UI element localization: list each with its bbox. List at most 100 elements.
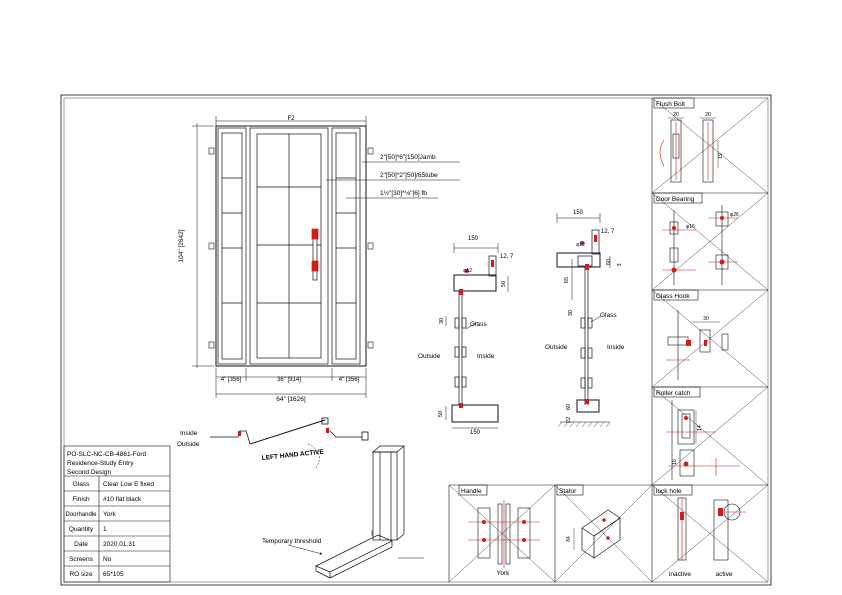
handle-detail: [468, 500, 540, 568]
lock-hole-accents: [680, 508, 723, 520]
title-row-label: Doorhandle: [65, 512, 97, 518]
callout-leaders: [326, 161, 460, 199]
elevation-height-label: 104" [2642]: [178, 229, 185, 262]
title-row-label: RO size: [69, 571, 93, 578]
handle-title: Handle: [461, 488, 482, 495]
glass-hook-accents: [686, 340, 707, 346]
title-row-value: 65*105: [103, 571, 124, 578]
elevation-top-label: F2: [287, 116, 295, 122]
section-b-pipe-label: φ12: [576, 242, 585, 248]
section-b-top-dim: 150: [573, 210, 584, 216]
door-bearing-dim-a: φ16: [686, 224, 695, 230]
title-row-label: Date: [74, 541, 88, 548]
section-b-glass-label: Glass: [600, 312, 617, 319]
section-a-outside-label: Outside: [418, 353, 441, 360]
section-a-base-dim: 150: [470, 430, 481, 436]
elevation-right-side-label: 4" [356]: [339, 377, 360, 383]
top-dimension: [215, 116, 367, 126]
lock-hole-left-caption: inactive: [669, 571, 691, 578]
handle-caption: York: [497, 570, 511, 577]
plan-swing-label: LEFT HAND ACTIVE: [261, 448, 324, 462]
title-row-value: No: [103, 556, 112, 563]
title-row-value: Clear Low E fixed: [103, 481, 154, 488]
elevation-left-side-label: 4" [356]: [221, 377, 242, 383]
flush-bolt-detail: [659, 117, 719, 183]
elevation-width-total-label: 64" [1626]: [276, 396, 306, 403]
anchor-marks: [208, 147, 374, 349]
glass-hook-title: Glass Hook: [656, 293, 690, 300]
section-a-right-dim: 50: [501, 281, 507, 287]
section-b-accents: [580, 235, 597, 404]
section-a-inside-label: Inside: [477, 353, 495, 360]
title-row-label: Screens: [69, 556, 94, 563]
title-row-value: 2020.01.31: [103, 541, 136, 548]
section-b-outside-label: Outside: [545, 344, 568, 351]
plan-view-accents: [238, 428, 329, 436]
flush-bolt-dim-b: 20: [705, 112, 711, 118]
title-row-label: Glass: [73, 481, 90, 488]
section-b-bottom-dim-a: 60: [566, 404, 572, 410]
stator-accents: [602, 518, 610, 540]
section-a-drawing: [445, 243, 509, 429]
title-row-label: Finish: [72, 496, 90, 503]
threshold-drawing: [287, 445, 424, 579]
section-a-bottom-dim: 50: [438, 411, 444, 417]
callout-flat-bar: 1½"[30]*⅛"[6] fb: [380, 189, 427, 197]
section-b-side-dim-b: 3: [617, 263, 623, 266]
roller-catch-dim-a: 14: [697, 425, 703, 431]
title-row-value: 1: [103, 526, 107, 533]
title-header-line2: Residence-Study Entry: [67, 460, 134, 467]
threshold-label: Temporary threshold: [262, 538, 322, 545]
plan-outside-label: Outside: [177, 441, 200, 448]
roller-catch-title: Roller catch: [656, 390, 691, 397]
door-bearing-detail: [662, 205, 738, 285]
flush-bolt-title: Flush Bolt: [656, 101, 685, 108]
section-a-glass-dim: 12, 7: [500, 254, 514, 260]
lock-hole-right-caption: active: [716, 571, 733, 578]
stator-detail: [573, 509, 621, 559]
section-b-inside-label: Inside: [607, 344, 625, 351]
handle-accents: [482, 520, 526, 542]
callout-jamb: 2"[50]*6"[150]Jamb: [380, 154, 436, 161]
lock-hole-detail: [677, 497, 746, 561]
roller-catch-dim-b: 16: [672, 459, 678, 465]
glass-hook-detail: [666, 310, 729, 380]
roller-catch-detail: [666, 400, 740, 480]
stator-title: Stator: [559, 488, 577, 495]
bottom-dimensions: [215, 368, 367, 398]
section-a-mid-dim: 30: [439, 318, 445, 324]
door-elevation: [192, 116, 460, 398]
left-sidelight: [217, 127, 247, 365]
right-sidelight: [331, 127, 361, 365]
lock-hole-title: lock hole: [656, 488, 682, 495]
stator-dim: 84: [566, 536, 572, 542]
callout-tube: 2"[50]*2"[50]/65tube: [380, 172, 438, 179]
roller-catch-accents: [683, 416, 689, 467]
flush-bolt-dim-a: 20: [673, 112, 679, 118]
flush-bolt-dim-c: 19: [718, 153, 724, 159]
title-block: [63, 445, 171, 583]
section-b-side-dim-a: 60: [606, 259, 612, 265]
plan-inside-label: Inside: [180, 430, 198, 437]
section-a-glass-label: Glass: [470, 321, 487, 328]
glass-hook-dim: 30: [703, 316, 709, 322]
title-header-line1: PO-SLC-NC-CB-4861-Ford: [67, 451, 146, 458]
detail-panels-frame: [448, 97, 769, 583]
title-row-label: Quantity: [69, 526, 94, 533]
sheet-border: [60, 94, 772, 586]
title-row-value: York: [103, 511, 117, 518]
door-bearing-dim-b: φ26: [730, 212, 739, 218]
section-b-left-dim: 65: [564, 277, 570, 283]
door-leaf: [249, 127, 329, 365]
plan-view: [210, 417, 369, 469]
section-b-glass-dim: 12, 7: [601, 229, 615, 235]
door-bearing-accents: [671, 216, 725, 273]
title-header-line3: Second Design: [67, 469, 111, 476]
section-b-drawing: [556, 213, 611, 428]
section-a-pipe-label: φ12: [463, 268, 472, 274]
section-b-mid-dim: 30: [568, 310, 574, 316]
section-a-top-dim: 150: [468, 236, 479, 242]
elevation-door-width-label: 36" [914]: [277, 377, 301, 383]
door-bearing-title: Door Bearing: [656, 196, 695, 203]
